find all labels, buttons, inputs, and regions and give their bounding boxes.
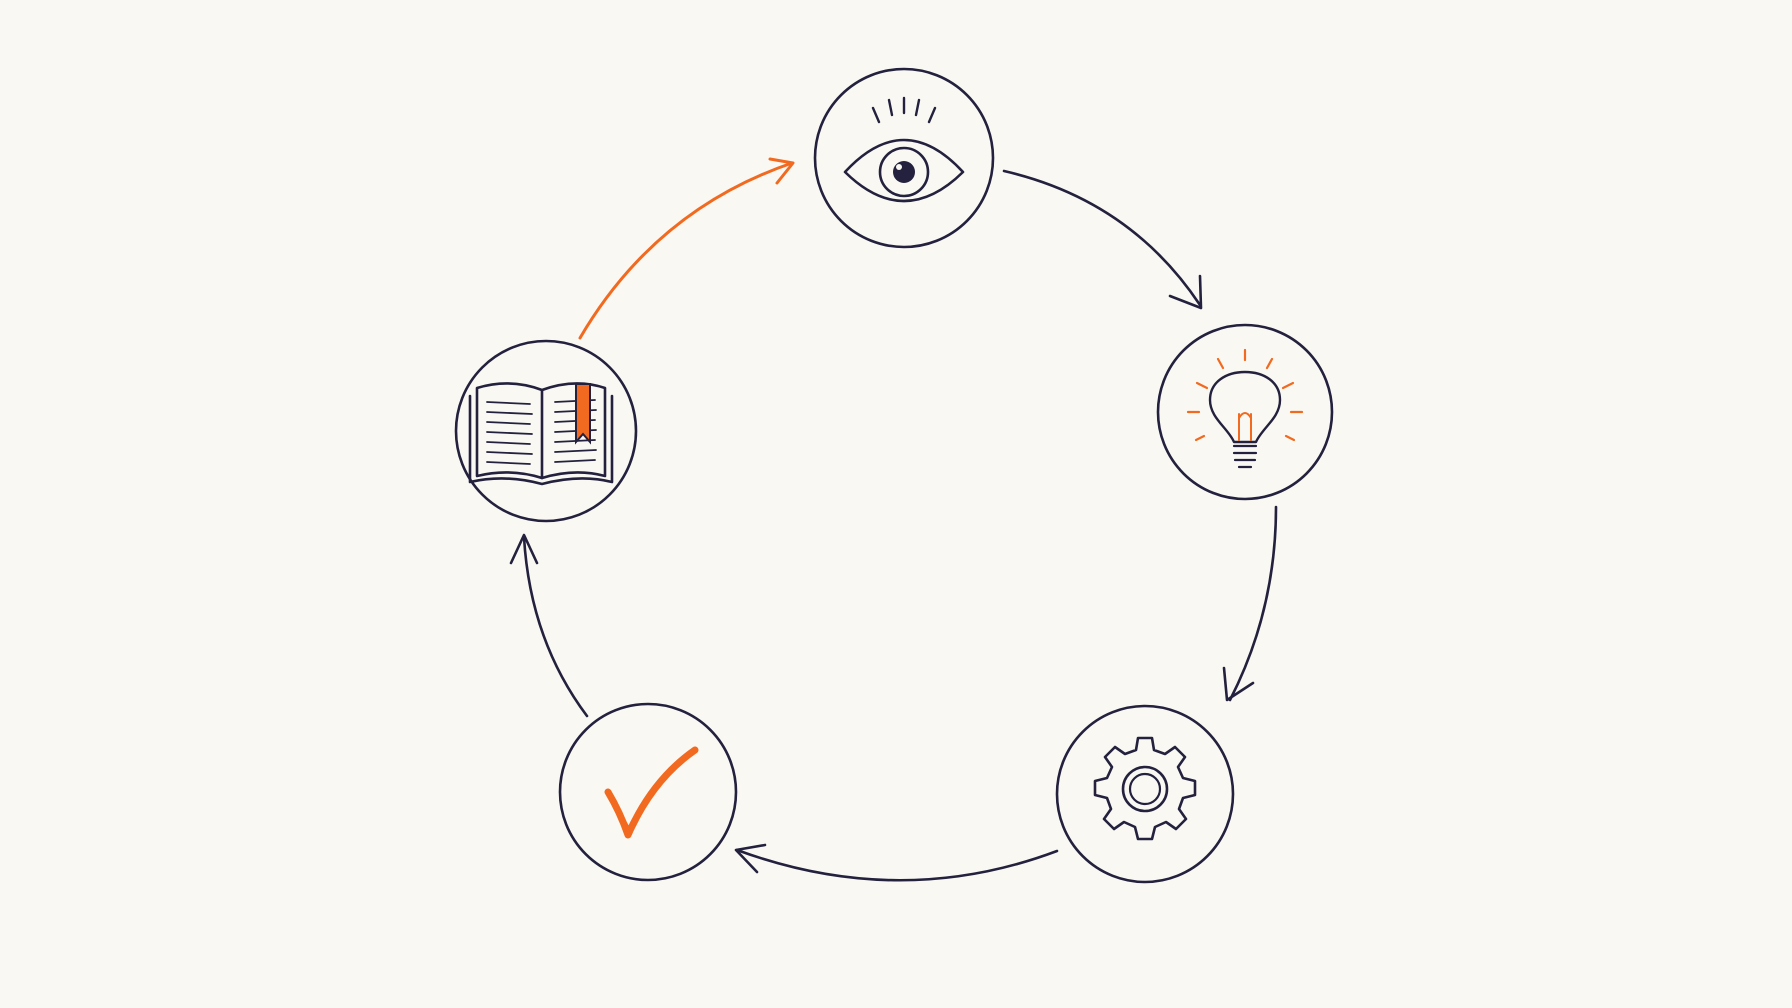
arrow-learn-to-observe bbox=[578, 157, 795, 340]
cycle-node-observe bbox=[813, 67, 995, 249]
eye-icon bbox=[843, 96, 965, 203]
arrow-verify-to-learn bbox=[509, 533, 589, 718]
cycle-node-build bbox=[1055, 704, 1235, 884]
arrow-idea-to-build bbox=[1222, 505, 1278, 702]
cycle-connectors bbox=[509, 157, 1278, 882]
lightbulb-icon bbox=[1186, 348, 1304, 469]
cycle-node-verify bbox=[558, 702, 738, 882]
node-circle bbox=[1055, 704, 1235, 884]
cycle-node-idea bbox=[1156, 323, 1334, 501]
node-circle bbox=[558, 702, 738, 882]
gear-icon bbox=[1093, 736, 1197, 841]
cycle-node-learn bbox=[454, 339, 638, 523]
node-circle bbox=[813, 67, 995, 249]
node-circle bbox=[1156, 323, 1334, 501]
open-book-icon bbox=[468, 382, 614, 486]
checkmark-icon bbox=[604, 746, 699, 839]
arrow-observe-to-idea bbox=[1002, 169, 1203, 310]
node-circle bbox=[454, 339, 638, 523]
arrow-build-to-verify bbox=[734, 843, 1059, 882]
